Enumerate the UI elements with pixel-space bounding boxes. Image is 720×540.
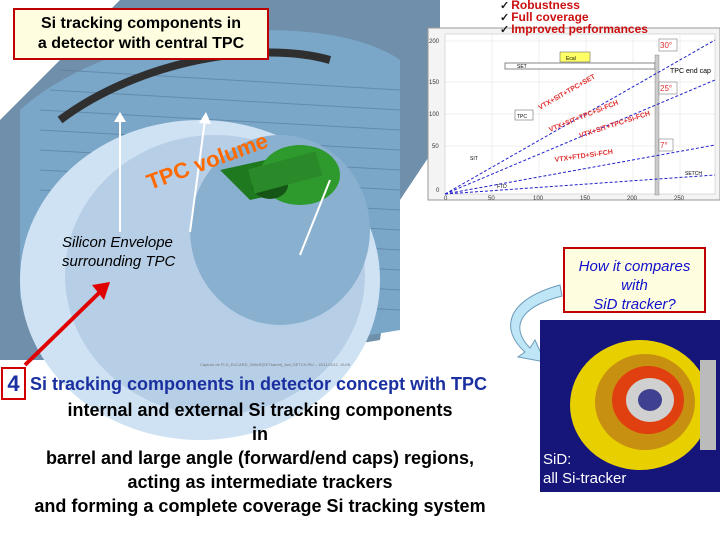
body-line-5: and forming a complete coverage Si track…: [34, 496, 486, 516]
volume-arrow: [299, 179, 331, 256]
inner-tracker-green: [220, 145, 340, 205]
body-line-3: barrel and large angle (forward/end caps…: [45, 448, 475, 468]
title-box: Si tracking components in a detector wit…: [13, 8, 269, 60]
tpc-end-cap-label: TPC end cap: [670, 68, 711, 75]
y-tick-150: 150: [429, 80, 440, 86]
silicon-envelope-strip: [57, 48, 332, 124]
x-tick-0: 0: [444, 196, 448, 202]
red-pointer-arrow-head: [92, 282, 110, 300]
y-tick-50: 50: [432, 144, 439, 150]
image-caption: Capture de FLD_EUCARD_SiBAR(SETbarrel)_f…: [200, 362, 350, 367]
red-pointer-arrow: [23, 290, 102, 367]
check-icon: ✓: [500, 24, 510, 36]
x-tick-250: 250: [674, 196, 685, 202]
body-line-4: acting as intermediate trackers: [127, 472, 393, 492]
check-icon: ✓: [500, 12, 510, 24]
y-tick-200: 200: [429, 39, 440, 45]
title-line-1: Si tracking components in: [40, 15, 242, 32]
tpc-label: TPC: [517, 114, 527, 120]
angle-25: 25°: [660, 84, 672, 93]
body-text: internal and external Si tracking compon…: [0, 398, 520, 518]
title-line-2: a detector with central TPC: [37, 35, 245, 52]
coverage-diagram: 200 150 100 50 0 0 50 100 150 200 250 Ec…: [427, 27, 720, 202]
sit-label: SIT: [470, 156, 478, 162]
check-icon: ✓: [500, 0, 510, 12]
ftd-label: FTD: [497, 184, 507, 190]
bullet-full-coverage: ✓Full coverage: [500, 10, 589, 24]
angle-7: 7°: [660, 141, 668, 150]
x-tick-100: 100: [533, 196, 544, 202]
bullet-list: ✓Robustness ✓Full coverage ✓Improved per…: [500, 0, 648, 36]
number-four-box: 4: [1, 367, 26, 400]
silicon-envelope-label: Silicon Envelope surrounding TPC: [62, 234, 176, 270]
x-tick-150: 150: [580, 196, 591, 202]
y-tick-0: 0: [436, 188, 440, 194]
compare-box: How it compares with SiD tracker?: [563, 247, 706, 313]
bullet-robustness: ✓Robustness: [500, 0, 580, 12]
ecal-label: Ecal: [566, 56, 576, 62]
sid-label: SiD: all Si-tracker: [543, 451, 627, 487]
headline-text: Si tracking components in detector conce…: [30, 374, 488, 394]
sid-detector-image: [540, 320, 720, 492]
envelope-arrow-right: [189, 119, 206, 233]
x-tick-200: 200: [627, 196, 638, 202]
y-tick-100: 100: [429, 112, 440, 118]
bullet-improved-performances: ✓Improved performances: [500, 22, 648, 36]
body-line-2: in: [252, 424, 268, 444]
body-line-1: internal and external Si tracking compon…: [67, 400, 453, 420]
angle-30: 30°: [660, 41, 672, 50]
setch-label: SETCH: [685, 171, 702, 177]
x-tick-50: 50: [488, 196, 495, 202]
envelope-arrow-left-head: [114, 112, 126, 122]
set-label: SET: [517, 64, 527, 70]
envelope-arrow-right-head: [199, 112, 211, 124]
